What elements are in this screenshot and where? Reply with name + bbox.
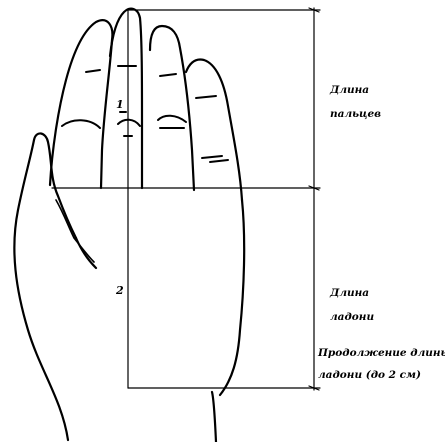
middle-finger-outline	[150, 26, 194, 190]
finger-length-label-line2: пальцев	[330, 108, 381, 120]
measurement-frame	[52, 8, 320, 390]
marker-1: 1	[116, 98, 124, 111]
little-finger-outline	[50, 20, 112, 188]
palm-extension-label-line1: Продолжение длины	[317, 347, 445, 359]
palm-right-edge	[220, 200, 244, 395]
finger-length-label-line1: Длина	[329, 84, 369, 96]
finger-creases	[62, 66, 228, 162]
thumb-outline	[14, 133, 76, 440]
wrist-line	[212, 392, 216, 442]
palm-length-label-line2: ладони	[330, 311, 374, 323]
palm-extension-label-line2: ладони (до 2 см)	[318, 369, 421, 381]
hand-outline	[14, 9, 244, 442]
finger-length-label: Длина пальцев	[329, 84, 381, 120]
marker-2: 2	[115, 284, 124, 297]
ring-finger-outline	[110, 9, 142, 188]
palm-crease	[56, 200, 94, 262]
palm-extension-label: Продолжение длины ладони (до 2 см)	[317, 347, 445, 381]
palm-length-label: Длина ладони	[329, 287, 374, 323]
palm-length-label-line1: Длина	[329, 287, 369, 299]
